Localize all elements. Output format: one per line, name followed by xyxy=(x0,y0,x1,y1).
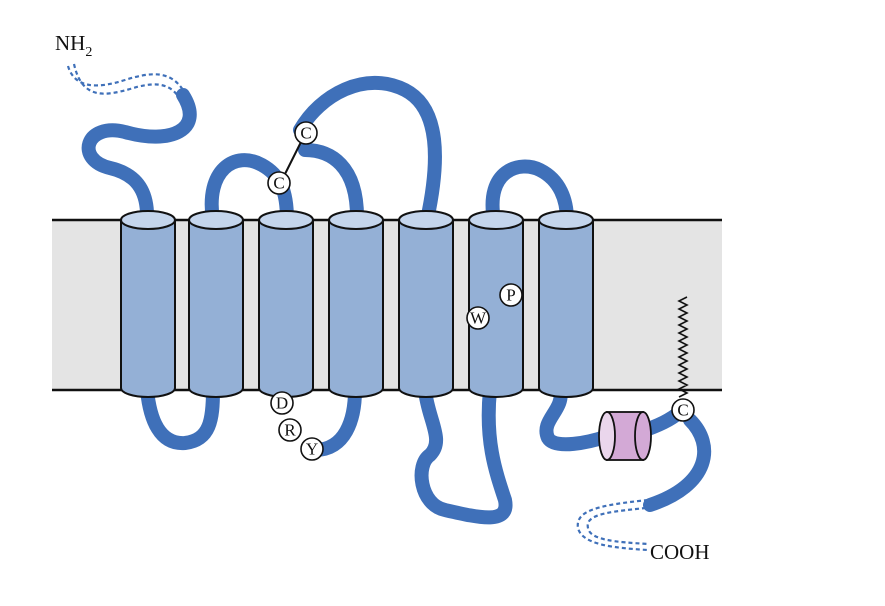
helix-tm7 xyxy=(538,210,594,398)
n-terminus-dashed xyxy=(66,63,184,97)
residue-c-disulfide-lower: C xyxy=(267,171,291,195)
c-terminus-label: COOH xyxy=(650,540,710,564)
n-terminus-label: NH2 xyxy=(55,31,92,60)
residue-label: Y xyxy=(306,440,318,459)
extracellular-loop-2 xyxy=(293,75,442,227)
helix-tm1 xyxy=(120,210,176,398)
n-terminus-text: NH xyxy=(55,31,85,55)
residue-d: D xyxy=(270,391,294,415)
helix-tm5 xyxy=(398,210,454,398)
residue-label: P xyxy=(506,286,515,305)
residue-label: C xyxy=(677,401,688,420)
helix-8-cylinder xyxy=(598,411,652,461)
intracellular-loop-1 xyxy=(140,383,220,451)
residue-c-palmitoyl: C xyxy=(671,398,695,422)
helix-tm6 xyxy=(468,210,524,398)
residue-label: W xyxy=(470,309,487,328)
residue-label: C xyxy=(300,124,311,143)
extracellular-loop-3 xyxy=(485,159,574,227)
n-terminus-loop xyxy=(81,88,197,227)
residue-p: P xyxy=(499,283,523,307)
residue-w: W xyxy=(466,306,490,330)
intracellular-loop-3 xyxy=(414,383,513,525)
residue-label: D xyxy=(276,394,288,413)
residue-y: Y xyxy=(300,437,324,461)
c-terminus-dashed xyxy=(576,498,649,552)
transmembrane-helices xyxy=(120,210,594,398)
palmitoyl-chain xyxy=(677,296,689,398)
n-terminus-subscript: 2 xyxy=(85,45,92,60)
helix-tm2 xyxy=(188,210,244,398)
c-terminus-loop xyxy=(643,413,712,512)
residue-label: R xyxy=(284,421,296,440)
residue-c-disulfide-upper: C xyxy=(294,121,318,145)
residue-r: R xyxy=(278,418,302,442)
residue-label: C xyxy=(273,174,284,193)
helix-tm3 xyxy=(258,210,314,398)
helix-tm4 xyxy=(328,210,384,398)
extracellular-loop-1 xyxy=(204,153,294,227)
